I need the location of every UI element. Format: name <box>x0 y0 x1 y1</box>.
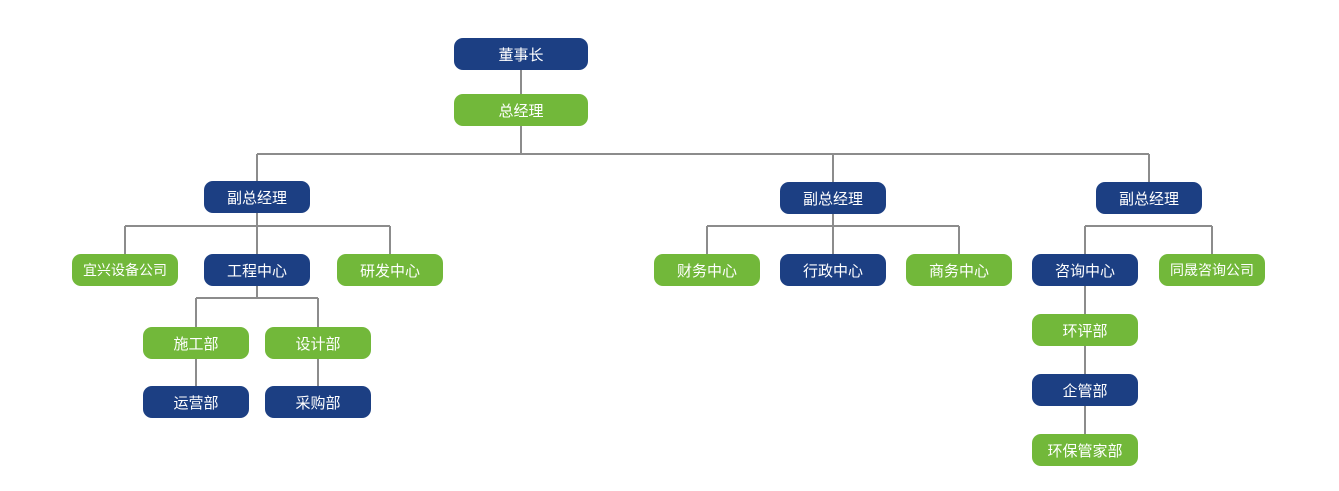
chairman-box: 董事长 <box>454 38 588 70</box>
eia-dept-box: 环评部 <box>1032 314 1138 346</box>
engineering-center-box: 工程中心 <box>204 254 310 286</box>
construction-dept-box: 施工部 <box>143 327 249 359</box>
tongsheng-consulting-company-box: 同晟咨询公司 <box>1159 254 1265 286</box>
vice-general-manager-right-box: 副总经理 <box>1096 182 1202 214</box>
general-manager-box: 总经理 <box>454 94 588 126</box>
admin-center-box: 行政中心 <box>780 254 886 286</box>
vice-general-manager-middle-box: 副总经理 <box>780 182 886 214</box>
operations-dept-box: 运营部 <box>143 386 249 418</box>
vice-general-manager-left-box: 副总经理 <box>204 181 310 213</box>
business-center-box: 商务中心 <box>906 254 1012 286</box>
yixing-equipment-company-box: 宜兴设备公司 <box>72 254 178 286</box>
finance-center-box: 财务中心 <box>654 254 760 286</box>
consulting-center-box: 咨询中心 <box>1032 254 1138 286</box>
environmental-steward-dept-box: 环保管家部 <box>1032 434 1138 466</box>
enterprise-management-dept-box: 企管部 <box>1032 374 1138 406</box>
rd-center-box: 研发中心 <box>337 254 443 286</box>
procurement-dept-box: 采购部 <box>265 386 371 418</box>
design-dept-box: 设计部 <box>265 327 371 359</box>
